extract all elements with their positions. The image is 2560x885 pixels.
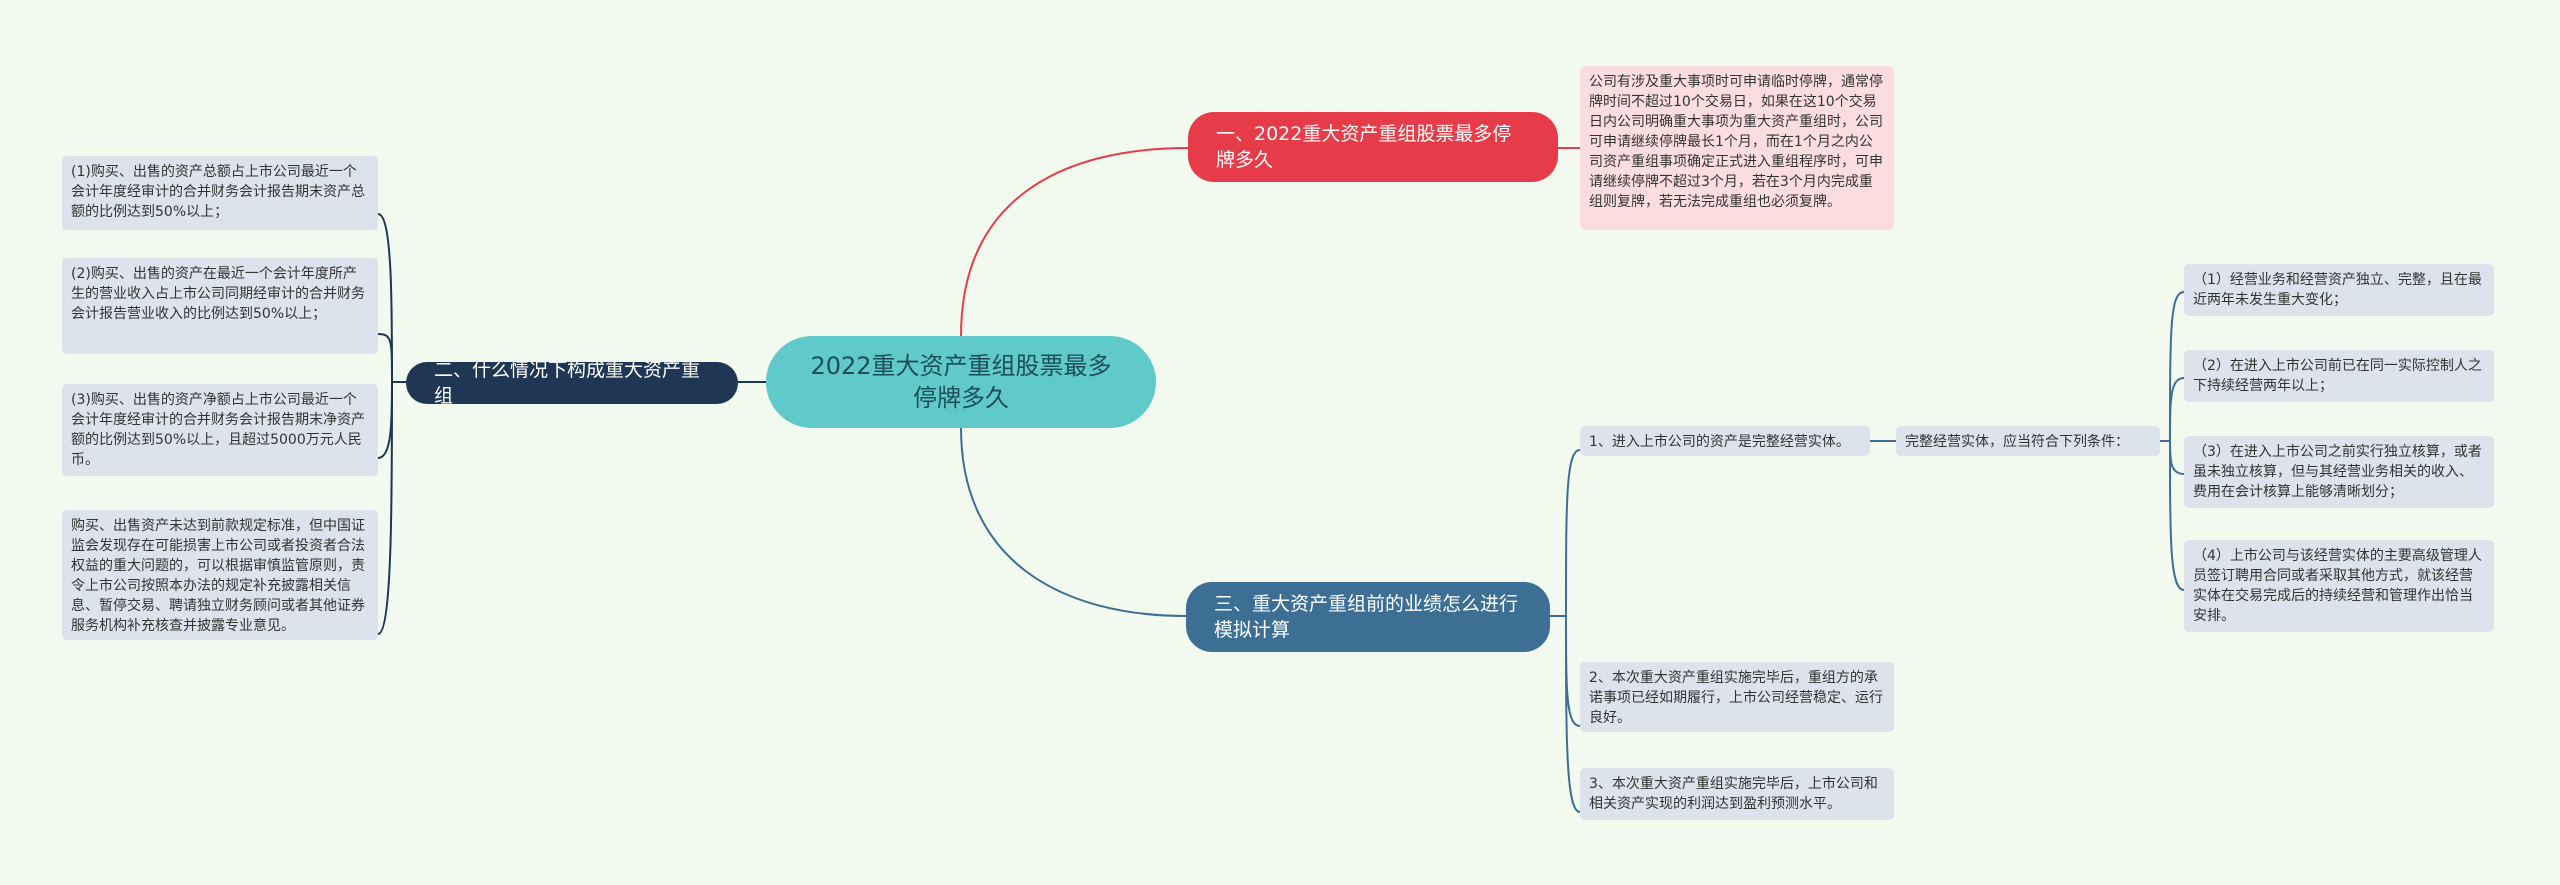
- leaf-text: （4）上市公司与该经营实体的主要高级管理人员签订聘用合同或者采取其他方式，就该经…: [2193, 548, 2482, 624]
- leaf-entity-condition-1[interactable]: （1）经营业务和经营资产独立、完整，且在最近两年未发生重大变化；: [2184, 264, 2494, 316]
- leaf-text: (3)购买、出售的资产净额占上市公司最近一个会计年度经审计的合并财务会计报告期末…: [71, 392, 365, 468]
- leaf-text: 完整经营实体，应当符合下列条件：: [1905, 434, 2129, 450]
- branch-simulation[interactable]: 三、重大资产重组前的业绩怎么进行模拟计算: [1186, 582, 1550, 652]
- leaf-text: (2)购买、出售的资产在最近一个会计年度所产生的营业收入占上市公司同期经审计的合…: [71, 266, 365, 322]
- branch-stop-duration[interactable]: 一、2022重大资产重组股票最多停牌多久: [1188, 112, 1558, 182]
- branch-label: 二、什么情况下构成重大资产重组: [434, 359, 701, 407]
- leaf-text: (1)购买、出售的资产总额占上市公司最近一个会计年度经审计的合并财务会计报告期末…: [71, 164, 365, 220]
- branch-label: 一、2022重大资产重组股票最多停牌多久: [1216, 123, 1512, 171]
- leaf-condition-1[interactable]: (1)购买、出售的资产总额占上市公司最近一个会计年度经审计的合并财务会计报告期末…: [62, 156, 378, 230]
- leaf-simulation-item-3[interactable]: 3、本次重大资产重组实施完毕后，上市公司和相关资产实现的利润达到盈利预测水平。: [1580, 768, 1894, 820]
- leaf-simulation-item-2[interactable]: 2、本次重大资产重组实施完毕后，重组方的承诺事项已经如期履行，上市公司经营稳定、…: [1580, 662, 1894, 732]
- central-topic[interactable]: 2022重大资产重组股票最多停牌多久: [766, 336, 1156, 428]
- branch-conditions[interactable]: 二、什么情况下构成重大资产重组: [406, 359, 738, 407]
- leaf-text: 公司有涉及重大事项时可申请临时停牌，通常停牌时间不超过10个交易日，如果在这10…: [1589, 74, 1883, 210]
- leaf-condition-supplement[interactable]: 购买、出售资产未达到前款规定标准，但中国证监会发现存在可能损害上市公司或者投资者…: [62, 510, 378, 640]
- leaf-entity-condition-2[interactable]: （2）在进入上市公司前已在同一实际控制人之下持续经营两年以上；: [2184, 350, 2494, 402]
- central-topic-label: 2022重大资产重组股票最多停牌多久: [810, 352, 1112, 412]
- leaf-text: （1）经营业务和经营资产独立、完整，且在最近两年未发生重大变化；: [2193, 272, 2482, 308]
- leaf-stop-duration-detail[interactable]: 公司有涉及重大事项时可申请临时停牌，通常停牌时间不超过10个交易日，如果在这10…: [1580, 66, 1894, 230]
- leaf-condition-3[interactable]: (3)购买、出售的资产净额占上市公司最近一个会计年度经审计的合并财务会计报告期末…: [62, 384, 378, 476]
- branch-label: 三、重大资产重组前的业绩怎么进行模拟计算: [1214, 593, 1519, 641]
- leaf-entity-condition-4[interactable]: （4）上市公司与该经营实体的主要高级管理人员签订聘用合同或者采取其他方式，就该经…: [2184, 540, 2494, 632]
- leaf-condition-2[interactable]: (2)购买、出售的资产在最近一个会计年度所产生的营业收入占上市公司同期经审计的合…: [62, 258, 378, 354]
- leaf-entity-condition-3[interactable]: （3）在进入上市公司之前实行独立核算，或者虽未独立核算，但与其经营业务相关的收入…: [2184, 436, 2494, 508]
- leaf-simulation-item-1[interactable]: 1、进入上市公司的资产是完整经营实体。: [1580, 426, 1870, 456]
- leaf-text: 1、进入上市公司的资产是完整经营实体。: [1589, 434, 1850, 450]
- leaf-text: （3）在进入上市公司之前实行独立核算，或者虽未独立核算，但与其经营业务相关的收入…: [2193, 444, 2482, 500]
- leaf-entity-conditions[interactable]: 完整经营实体，应当符合下列条件：: [1896, 426, 2160, 456]
- leaf-text: （2）在进入上市公司前已在同一实际控制人之下持续经营两年以上；: [2193, 358, 2482, 394]
- leaf-text: 3、本次重大资产重组实施完毕后，上市公司和相关资产实现的利润达到盈利预测水平。: [1589, 776, 1878, 812]
- leaf-text: 购买、出售资产未达到前款规定标准，但中国证监会发现存在可能损害上市公司或者投资者…: [71, 518, 365, 634]
- leaf-text: 2、本次重大资产重组实施完毕后，重组方的承诺事项已经如期履行，上市公司经营稳定、…: [1589, 670, 1883, 726]
